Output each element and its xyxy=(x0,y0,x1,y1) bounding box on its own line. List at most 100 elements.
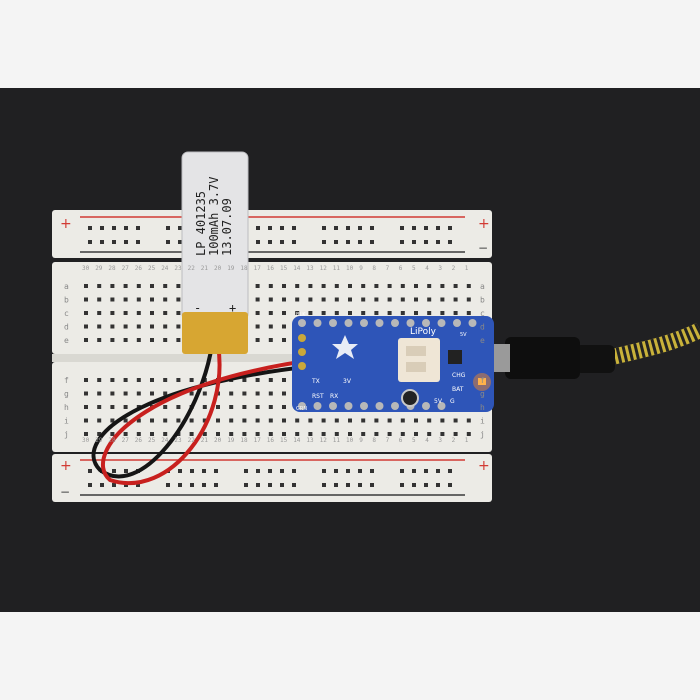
breadboard-hole[interactable] xyxy=(110,324,115,329)
breadboard-hole[interactable] xyxy=(84,311,88,315)
rail-hole[interactable] xyxy=(214,483,218,487)
breadboard-hole[interactable] xyxy=(348,418,352,423)
breadboard-hole[interactable] xyxy=(163,405,168,409)
breadboard-hole[interactable] xyxy=(453,432,458,436)
breadboard-hole[interactable] xyxy=(440,284,445,288)
breadboard-hole[interactable] xyxy=(466,432,471,436)
rail-hole[interactable] xyxy=(268,469,272,473)
breadboard-hole[interactable] xyxy=(97,338,102,342)
rail-hole[interactable] xyxy=(268,240,272,244)
breadboard-hole[interactable] xyxy=(334,297,339,302)
breadboard-hole[interactable] xyxy=(400,297,405,302)
breadboard-hole[interactable] xyxy=(400,418,405,423)
breadboard-hole[interactable] xyxy=(361,418,366,423)
breadboard-hole[interactable] xyxy=(123,391,128,396)
rail-hole[interactable] xyxy=(292,240,296,244)
rail-hole[interactable] xyxy=(292,226,296,230)
rail-hole[interactable] xyxy=(202,483,206,487)
breadboard-hole[interactable] xyxy=(84,405,88,409)
breadboard-hole[interactable] xyxy=(176,284,181,288)
breadboard-hole[interactable] xyxy=(123,378,128,382)
breadboard-hole[interactable] xyxy=(97,284,102,288)
breadboard-hole[interactable] xyxy=(453,297,458,302)
breadboard-hole[interactable] xyxy=(282,297,286,302)
breadboard-hole[interactable] xyxy=(97,324,102,329)
breadboard-hole[interactable] xyxy=(84,324,88,329)
breadboard-hole[interactable] xyxy=(295,284,300,288)
breadboard-hole[interactable] xyxy=(295,297,300,302)
rail-hole[interactable] xyxy=(322,483,326,487)
rail-hole[interactable] xyxy=(280,483,284,487)
breadboard-hole[interactable] xyxy=(229,432,234,436)
breadboard-hole[interactable] xyxy=(229,405,234,409)
breadboard-hole[interactable] xyxy=(150,284,154,288)
breadboard-hole[interactable] xyxy=(136,432,141,436)
breadboard-hole[interactable] xyxy=(387,311,392,315)
rail-hole[interactable] xyxy=(358,469,362,473)
breadboard-hole[interactable] xyxy=(176,405,181,409)
breadboard-hole[interactable] xyxy=(282,432,286,436)
rail-hole[interactable] xyxy=(166,483,170,487)
breadboard-hole[interactable] xyxy=(97,378,102,382)
breadboard-hole[interactable] xyxy=(216,432,220,436)
breadboard-hole[interactable] xyxy=(150,338,154,342)
rail-hole[interactable] xyxy=(100,226,104,230)
rail-hole[interactable] xyxy=(424,240,428,244)
rail-hole[interactable] xyxy=(112,483,116,487)
rail-hole[interactable] xyxy=(448,469,452,473)
breadboard-hole[interactable] xyxy=(84,297,88,302)
breadboard-hole[interactable] xyxy=(136,418,141,423)
rail-hole[interactable] xyxy=(358,226,362,230)
rail-hole[interactable] xyxy=(424,483,428,487)
breadboard-hole[interactable] xyxy=(268,378,273,382)
breadboard-hole[interactable] xyxy=(84,284,88,288)
breadboard-hole[interactable] xyxy=(466,311,471,315)
rail-hole[interactable] xyxy=(436,226,440,230)
breadboard-hole[interactable] xyxy=(334,311,339,315)
breadboard-hole[interactable] xyxy=(268,391,273,396)
breadboard-hole[interactable] xyxy=(110,418,115,423)
breadboard-hole[interactable] xyxy=(348,311,352,315)
breadboard-hole[interactable] xyxy=(110,297,115,302)
breadboard-hole[interactable] xyxy=(202,405,207,409)
rail-hole[interactable] xyxy=(88,483,92,487)
rail-hole[interactable] xyxy=(88,226,92,230)
breadboard-hole[interactable] xyxy=(202,432,207,436)
breadboard-hole[interactable] xyxy=(202,418,207,423)
rail-hole[interactable] xyxy=(268,483,272,487)
breadboard-hole[interactable] xyxy=(136,311,141,315)
breadboard-hole[interactable] xyxy=(110,405,115,409)
breadboard-hole[interactable] xyxy=(282,378,286,382)
breadboard-hole[interactable] xyxy=(334,432,339,436)
breadboard-hole[interactable] xyxy=(123,338,128,342)
breadboard-hole[interactable] xyxy=(97,311,102,315)
breadboard-hole[interactable] xyxy=(374,432,379,436)
breadboard-hole[interactable] xyxy=(400,432,405,436)
rail-hole[interactable] xyxy=(136,483,140,487)
breadboard-hole[interactable] xyxy=(374,284,379,288)
breadboard-hole[interactable] xyxy=(348,432,352,436)
breadboard-hole[interactable] xyxy=(163,284,168,288)
breadboard-hole[interactable] xyxy=(295,418,300,423)
breadboard-hole[interactable] xyxy=(97,418,102,423)
rail-hole[interactable] xyxy=(178,240,182,244)
rail-hole[interactable] xyxy=(190,469,194,473)
rail-hole[interactable] xyxy=(358,240,362,244)
rail-hole[interactable] xyxy=(436,469,440,473)
rail-hole[interactable] xyxy=(448,240,452,244)
rail-hole[interactable] xyxy=(412,240,416,244)
breadboard-hole[interactable] xyxy=(268,432,273,436)
breadboard-hole[interactable] xyxy=(427,418,432,423)
breadboard-hole[interactable] xyxy=(282,405,286,409)
breadboard-hole[interactable] xyxy=(268,297,273,302)
breadboard-hole[interactable] xyxy=(216,418,220,423)
breadboard-hole[interactable] xyxy=(176,297,181,302)
breadboard-hole[interactable] xyxy=(268,324,273,329)
rail-hole[interactable] xyxy=(436,240,440,244)
breadboard-hole[interactable] xyxy=(176,378,181,382)
breadboard-hole[interactable] xyxy=(242,391,247,396)
rail-hole[interactable] xyxy=(178,483,182,487)
rail-hole[interactable] xyxy=(178,469,182,473)
rail-hole[interactable] xyxy=(136,226,140,230)
breadboard-hole[interactable] xyxy=(110,284,115,288)
